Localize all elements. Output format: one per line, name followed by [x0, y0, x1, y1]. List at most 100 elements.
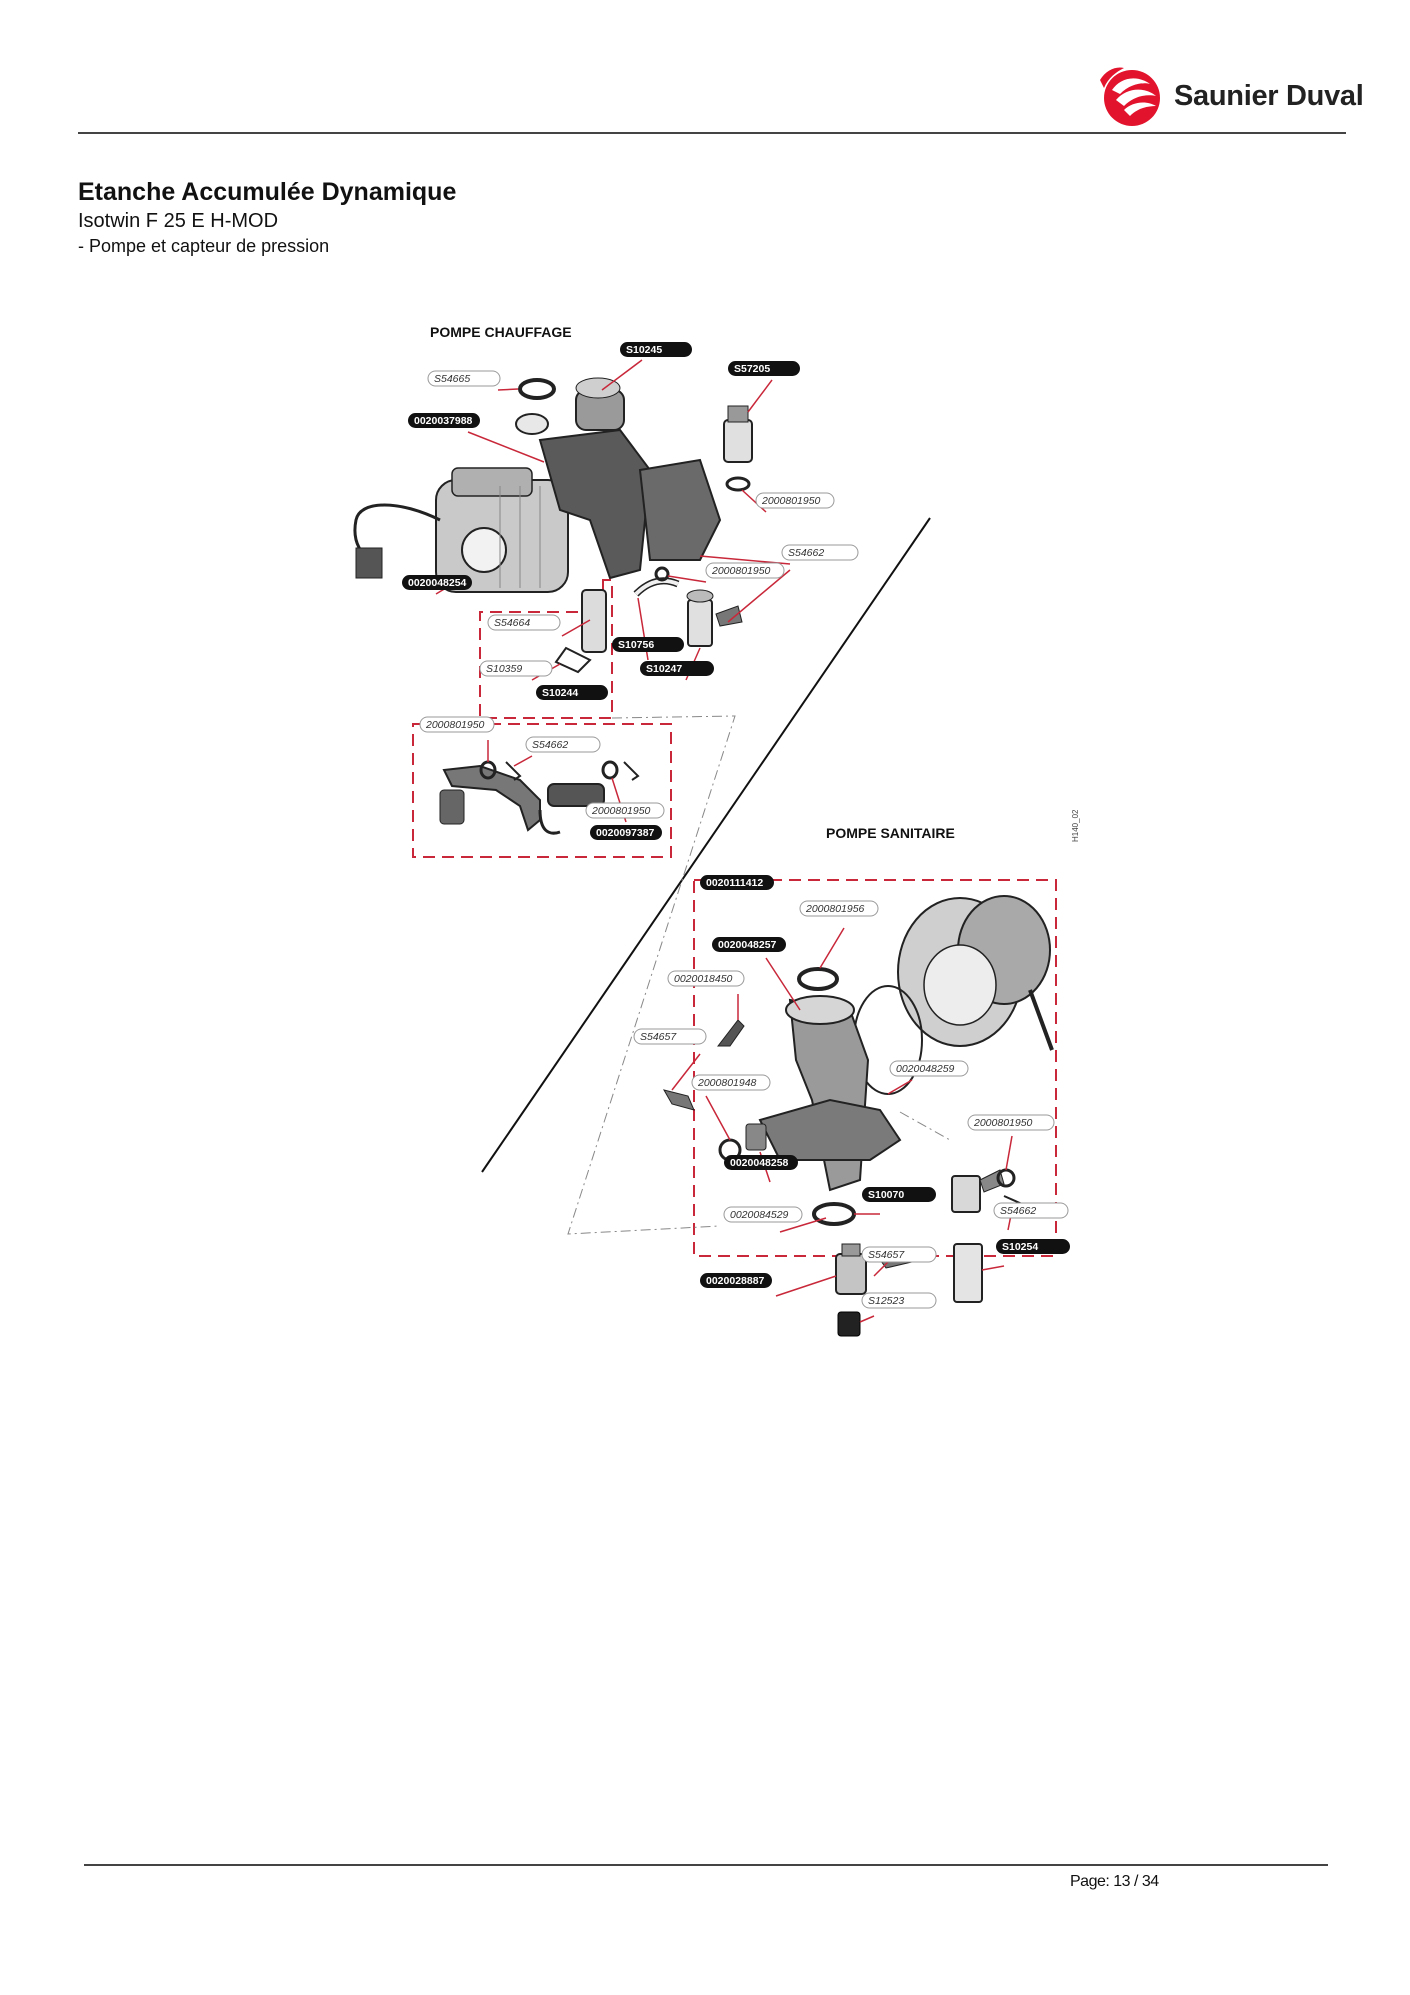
heating-pump-motor — [435, 467, 569, 593]
label-text: 0020048254 — [408, 577, 467, 589]
label-text: S10244 — [542, 687, 578, 699]
model-name: Isotwin F 25 E H-MOD — [78, 210, 279, 232]
label-text: 2000801948 — [697, 1077, 757, 1089]
label-pill — [755, 492, 835, 509]
o-ring — [797, 967, 839, 991]
part-label-0020028887: 0020028887 — [700, 1273, 772, 1288]
drawing-code: H140_02 — [1071, 809, 1080, 842]
label-text: 2000801950 — [425, 719, 485, 731]
label-pill — [861, 1246, 937, 1263]
label-text: 0020084529 — [730, 1209, 789, 1221]
label-pill — [996, 1239, 1070, 1254]
label-pill — [993, 1202, 1069, 1219]
part-label-S10070: S10070 — [862, 1187, 936, 1202]
label-pill — [728, 361, 800, 376]
label-pill — [408, 413, 480, 428]
sanitary-pump-body — [745, 995, 902, 1192]
label-text: S54657 — [640, 1031, 677, 1043]
label-pill — [705, 562, 785, 579]
part-label-0020048254: 0020048254 — [402, 575, 472, 590]
part-label-S57205: S57205 — [728, 361, 800, 376]
part-label-0020097387: 0020097387 — [590, 825, 662, 840]
label-pill — [862, 1187, 936, 1202]
part-label-0020018450: 0020018450 — [667, 970, 745, 987]
part-label-2000801956: 2000801956 — [799, 900, 879, 917]
part-label-S10247: S10247 — [640, 661, 714, 676]
assembly-guide-line — [567, 715, 736, 1235]
label-text: S54664 — [494, 617, 530, 629]
part-label-0020048259: 0020048259 — [889, 1060, 969, 1077]
part-label-S54662: S54662 — [993, 1202, 1069, 1219]
part-label-S12523: S12523 — [861, 1292, 937, 1309]
label-pill — [427, 370, 501, 387]
part-label-S54662: S54662 — [781, 544, 859, 561]
part-label-S54665: S54665 — [427, 370, 501, 387]
label-pill — [712, 937, 786, 952]
filter-cartridge — [953, 1243, 983, 1303]
label-pill — [723, 1206, 803, 1223]
label-text: 0020111412 — [706, 877, 763, 889]
label-text: S10254 — [1002, 1241, 1038, 1253]
label-text: S54662 — [788, 547, 824, 559]
label-pill — [799, 900, 879, 917]
part-label-0020048257: 0020048257 — [712, 937, 786, 952]
o-ring — [518, 378, 556, 400]
label-text: 2000801956 — [805, 903, 865, 915]
label-text: S10756 — [618, 639, 654, 651]
label-pill — [781, 544, 859, 561]
union-fitting — [835, 1243, 867, 1295]
label-text: S10245 — [626, 344, 662, 356]
label-text: 0020097387 — [596, 827, 655, 839]
label-text: S54657 — [868, 1249, 905, 1261]
label-text: 2000801950 — [591, 805, 651, 817]
label-text: 2000801950 — [711, 565, 771, 577]
label-pill — [612, 637, 684, 652]
label-pill — [700, 1273, 772, 1288]
o-ring — [654, 566, 670, 582]
part-label-2000801950: 2000801950 — [967, 1114, 1055, 1131]
label-pill — [590, 825, 662, 840]
label-text: 0020037988 — [414, 415, 473, 427]
part-label-0020084529: 0020084529 — [723, 1206, 803, 1223]
part-label-S54657: S54657 — [633, 1028, 707, 1045]
filter-cartridge — [581, 589, 607, 653]
label-text: 2000801950 — [761, 495, 821, 507]
label-text: S12523 — [868, 1295, 904, 1307]
clip — [662, 1089, 695, 1111]
o-ring — [812, 1202, 856, 1226]
sanitary-pump-motor — [897, 895, 1054, 1051]
label-text: 0020028887 — [706, 1275, 765, 1287]
part-label-S10359: S10359 — [479, 660, 553, 677]
part-label-S54657: S54657 — [861, 1246, 937, 1263]
label-text: S54665 — [434, 373, 470, 385]
drain-valve — [686, 589, 743, 647]
section-divider-line — [481, 517, 931, 1173]
pump-connector — [355, 547, 383, 579]
part-label-0020037988: 0020037988 — [408, 413, 480, 428]
footer-rule — [84, 1864, 1328, 1866]
group-box-bypass — [412, 723, 672, 858]
label-pill — [667, 970, 745, 987]
brand-logo: Saunier Duval — [1090, 60, 1364, 130]
page-number: Page: 13 / 34 — [1070, 1873, 1159, 1890]
part-label-S10756: S10756 — [612, 637, 684, 652]
label-pill — [487, 614, 561, 631]
part-label-0020048258: 0020048258 — [724, 1155, 798, 1170]
label-text: 2000801950 — [973, 1117, 1033, 1129]
label-pill — [620, 342, 692, 357]
label-text: 0020048258 — [730, 1157, 789, 1169]
label-pill — [402, 575, 472, 590]
label-text: S10247 — [646, 663, 682, 675]
pressure-sensor — [723, 405, 753, 463]
page-title: Etanche Accumulée Dynamique — [78, 178, 457, 206]
part-label-2000801948: 2000801948 — [691, 1074, 771, 1091]
part-label-0020111412: 0020111412 — [700, 875, 774, 890]
header-rule — [78, 132, 1346, 134]
brand-name: Saunier Duval — [1174, 80, 1364, 112]
part-label-S10254: S10254 — [996, 1239, 1070, 1254]
section-subtitle: - Pompe et capteur de pression — [78, 236, 330, 256]
heating-hydraulic-block — [538, 377, 722, 580]
assembly-guide-line — [899, 1111, 951, 1141]
label-text: S10359 — [486, 663, 522, 675]
label-pill — [585, 802, 665, 819]
